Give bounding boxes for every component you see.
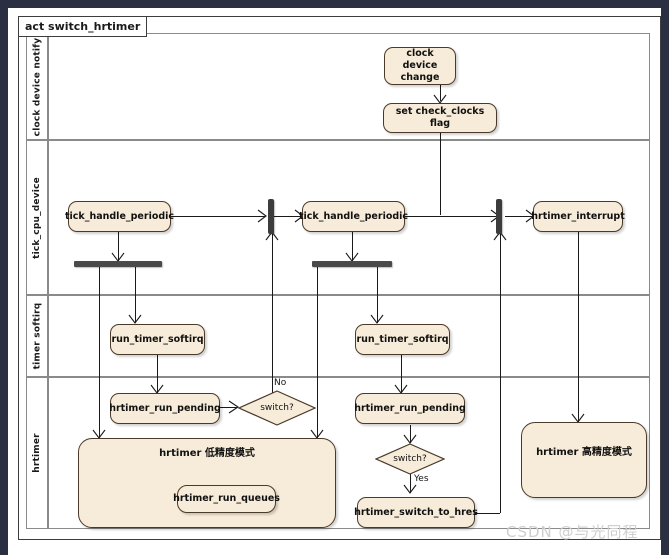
lane-header-hrtimer: hrtimer bbox=[26, 377, 48, 529]
edge-switchtohres-right bbox=[475, 513, 500, 514]
lane-body-timer-softirq bbox=[48, 295, 650, 377]
node-clock-device-change[interactable]: clock device change bbox=[384, 47, 456, 85]
decision-label-switch-2: switch? bbox=[393, 454, 427, 464]
node-tick-handle-periodic-2[interactable]: tick_handle_periodic bbox=[298, 201, 409, 232]
lane-label-clock-device-notify: clock device notify bbox=[32, 37, 42, 136]
join-bar-one bbox=[268, 199, 274, 234]
node-set-check-clocks-flag[interactable]: set check_clocks flag bbox=[383, 103, 497, 133]
node-run-timer-softirq-1[interactable]: run_timer_softirq bbox=[110, 324, 205, 355]
node-label-hrtimer-high-res-mode: hrtimer 高精度模式 bbox=[536, 447, 632, 458]
window-chrome-top bbox=[0, 0, 669, 8]
node-label-tick-handle-periodic-2: tick_handle_periodic bbox=[298, 210, 409, 222]
node-label-hrtimer-run-pending-2: hrtimer_run_pending bbox=[354, 402, 466, 414]
edge-label-switch2-yes: Yes bbox=[414, 474, 429, 484]
decision-switch-2[interactable]: switch? bbox=[374, 443, 446, 475]
node-label-hrtimer-switch-to-hres: hrtimer_switch_to_hres bbox=[354, 506, 478, 518]
join-bar-two bbox=[496, 199, 502, 234]
decision-label-switch-1: switch? bbox=[260, 403, 294, 413]
lane-header-clock-device-notify: clock device notify bbox=[26, 33, 48, 140]
edge-fork1-left-branch bbox=[99, 266, 100, 438]
node-hrtimer-run-queues[interactable]: hrtimer_run_queues bbox=[173, 485, 280, 513]
decision-switch-1-shape bbox=[237, 390, 317, 426]
window-chrome-right bbox=[661, 0, 669, 555]
edge-hrtimerinterrupt-to-highres bbox=[578, 232, 579, 422]
lane-label-tick-cpu-device: tick_cpu_device bbox=[32, 176, 42, 259]
decision-switch-1[interactable]: switch? bbox=[237, 390, 317, 426]
lane-body-tick-cpu-device bbox=[48, 140, 650, 295]
edge-joinbar1-to-tick2 bbox=[273, 216, 303, 217]
edge-runpending2-to-switch2 bbox=[410, 425, 411, 443]
edge-label-switch1-no: No bbox=[274, 378, 287, 388]
node-label-hrtimer-interrupt: hrtimer_interrupt bbox=[531, 210, 625, 222]
edge-tick1-to-joinbar1 bbox=[170, 216, 265, 217]
edge-switch1-no-to-joinbar1 bbox=[272, 232, 273, 396]
edge-switch2-yes-to-switchtohres bbox=[410, 473, 411, 493]
node-hrtimer-run-pending-1[interactable]: hrtimer_run_pending bbox=[109, 393, 221, 424]
node-tick-handle-periodic-1[interactable]: tick_handle_periodic bbox=[64, 201, 175, 232]
edge-runtimer1-to-runpending1 bbox=[157, 355, 158, 393]
edge-tick1-to-fork1 bbox=[118, 232, 119, 261]
node-hrtimer-run-pending-2[interactable]: hrtimer_run_pending bbox=[354, 393, 466, 424]
window-chrome-left bbox=[0, 0, 8, 555]
lane-label-hrtimer: hrtimer bbox=[32, 433, 42, 473]
node-label-run-timer-softirq-2: run_timer_softirq bbox=[356, 333, 449, 345]
lane-header-timer-softirq: timer softirq bbox=[26, 295, 48, 377]
watermark-text: CSDN @与光同程 bbox=[506, 523, 639, 541]
node-label-run-timer-softirq-1: run_timer_softirq bbox=[111, 333, 204, 345]
node-label-set-check-clocks-flag: set check_clocks flag bbox=[395, 106, 485, 129]
node-hrtimer-switch-to-hres[interactable]: hrtimer_switch_to_hres bbox=[354, 497, 478, 528]
node-label-clock-device-change: clock device change bbox=[400, 48, 440, 83]
edge-runpending1-to-switch1 bbox=[219, 407, 237, 408]
lane-body-hrtimer bbox=[48, 377, 650, 529]
edge-runtimer2-to-runpending2 bbox=[401, 355, 402, 393]
decision-switch-2-shape bbox=[374, 443, 446, 475]
edge-fork1-right-branch bbox=[135, 266, 136, 323]
lane-body-clock-device-notify bbox=[48, 33, 650, 140]
lane-header-tick-cpu-device: tick_cpu_device bbox=[26, 140, 48, 295]
node-run-timer-softirq-2[interactable]: run_timer_softirq bbox=[355, 324, 450, 355]
edge-setflag-to-joinbar2 bbox=[440, 133, 441, 215]
node-label-hrtimer-low-res-mode: hrtimer 低精度模式 bbox=[159, 448, 255, 459]
node-hrtimer-low-res-mode[interactable]: hrtimer 低精度模式 bbox=[78, 438, 336, 528]
edge-switchtohres-up-to-joinbar2 bbox=[500, 232, 501, 513]
edge-fork2-right-branch bbox=[377, 266, 378, 323]
frame-title-text: act switch_hrtimer bbox=[25, 20, 141, 33]
edge-tick2-to-fork2 bbox=[352, 232, 353, 261]
node-hrtimer-interrupt[interactable]: hrtimer_interrupt bbox=[531, 201, 625, 232]
fork-bar-left bbox=[74, 261, 162, 267]
node-label-tick-handle-periodic-1: tick_handle_periodic bbox=[64, 210, 175, 222]
lane-label-timer-softirq: timer softirq bbox=[32, 302, 43, 370]
edge-tick2-to-joinbar2 bbox=[404, 216, 498, 217]
edge-joinbar2-to-hrtimerinterrupt bbox=[505, 216, 533, 217]
frame-title-tab: act switch_hrtimer bbox=[18, 16, 148, 37]
node-label-hrtimer-run-queues: hrtimer_run_queues bbox=[173, 493, 280, 504]
fork-bar-right bbox=[312, 261, 392, 267]
edge-clockchange-to-setflag bbox=[440, 85, 441, 101]
node-label-hrtimer-run-pending-1: hrtimer_run_pending bbox=[109, 402, 221, 414]
edge-fork2-left-branch bbox=[317, 266, 318, 438]
node-hrtimer-high-res-mode[interactable]: hrtimer 高精度模式 bbox=[521, 422, 647, 498]
